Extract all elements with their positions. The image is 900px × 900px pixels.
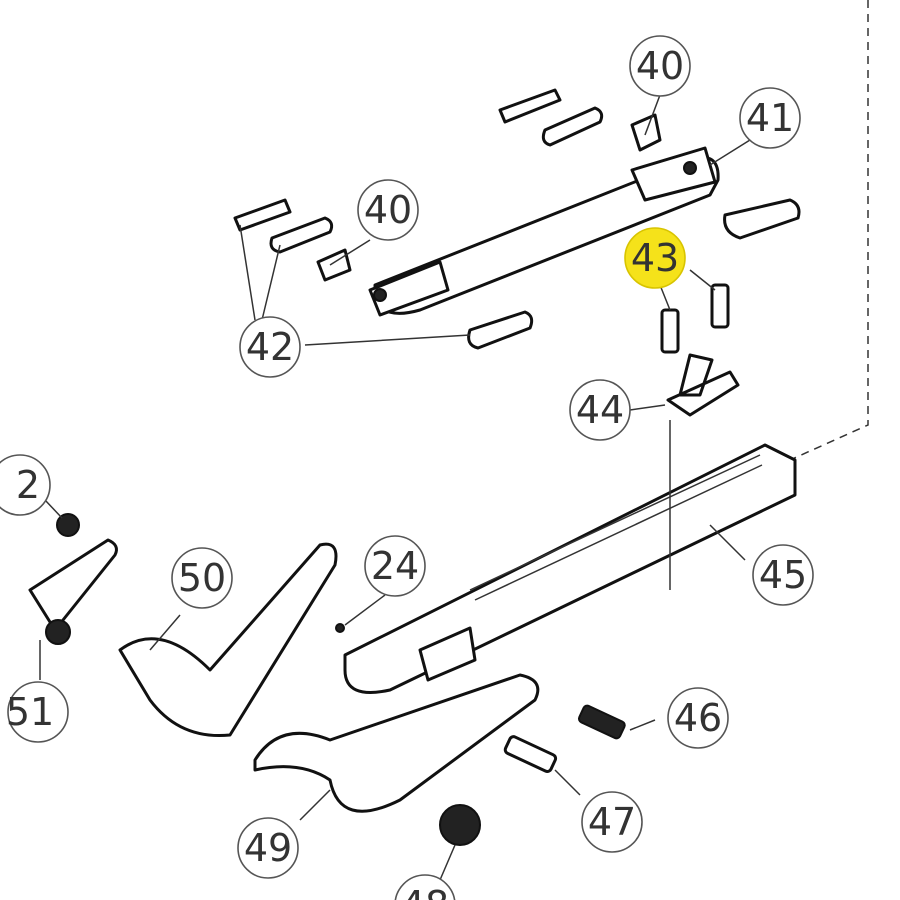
hook-arm-49 [253, 673, 540, 813]
svg-text:47: 47 [588, 800, 636, 844]
callout-49[interactable]: 49 [237, 817, 299, 879]
callout-24[interactable]: 24 [364, 535, 426, 597]
bracket-44 [666, 353, 740, 417]
svg-text:50: 50 [178, 556, 226, 600]
upper-link-arm [368, 146, 720, 317]
svg-text:2: 2 [16, 463, 40, 507]
callout-50[interactable]: 50 [171, 547, 233, 609]
bolt-46 [577, 704, 626, 740]
callout-48[interactable]: 48 [394, 874, 456, 900]
callout-44[interactable]: 44 [569, 379, 631, 441]
callout-42[interactable]: 42 [239, 316, 301, 378]
nut-48 [439, 804, 481, 846]
bolt-47 [503, 735, 558, 774]
svg-text:40: 40 [636, 44, 684, 88]
svg-text:48: 48 [401, 883, 449, 900]
screws-43 [660, 283, 730, 354]
callout-51[interactable]: 51 [6, 681, 69, 743]
callout-43[interactable]: 43 [624, 227, 686, 289]
svg-text:42: 42 [246, 325, 294, 369]
callout-40-lower[interactable]: 40 [357, 179, 419, 241]
svg-text:40: 40 [364, 188, 412, 232]
dashed-boundary [789, 0, 869, 461]
svg-text:41: 41 [746, 96, 794, 140]
svg-text:49: 49 [244, 826, 292, 870]
callout-47[interactable]: 47 [581, 791, 643, 853]
svg-text:43: 43 [631, 236, 679, 280]
svg-text:45: 45 [759, 553, 807, 597]
svg-text:24: 24 [371, 544, 419, 588]
leader-lines [39, 94, 751, 881]
callout-2[interactable]: 2 [0, 454, 51, 516]
pin-24 [335, 623, 345, 633]
main-beam-45 [343, 443, 797, 694]
left-parts [28, 513, 118, 645]
callout-46[interactable]: 46 [667, 687, 729, 749]
hook-arm-50 [118, 542, 338, 738]
svg-text:44: 44 [576, 388, 624, 432]
callout-40-upper[interactable]: 40 [629, 35, 691, 97]
svg-text:51: 51 [6, 690, 54, 734]
svg-text:46: 46 [674, 696, 722, 740]
callout-41[interactable]: 41 [739, 87, 801, 149]
callout-45[interactable]: 45 [752, 544, 814, 606]
pins-and-links [233, 88, 801, 350]
